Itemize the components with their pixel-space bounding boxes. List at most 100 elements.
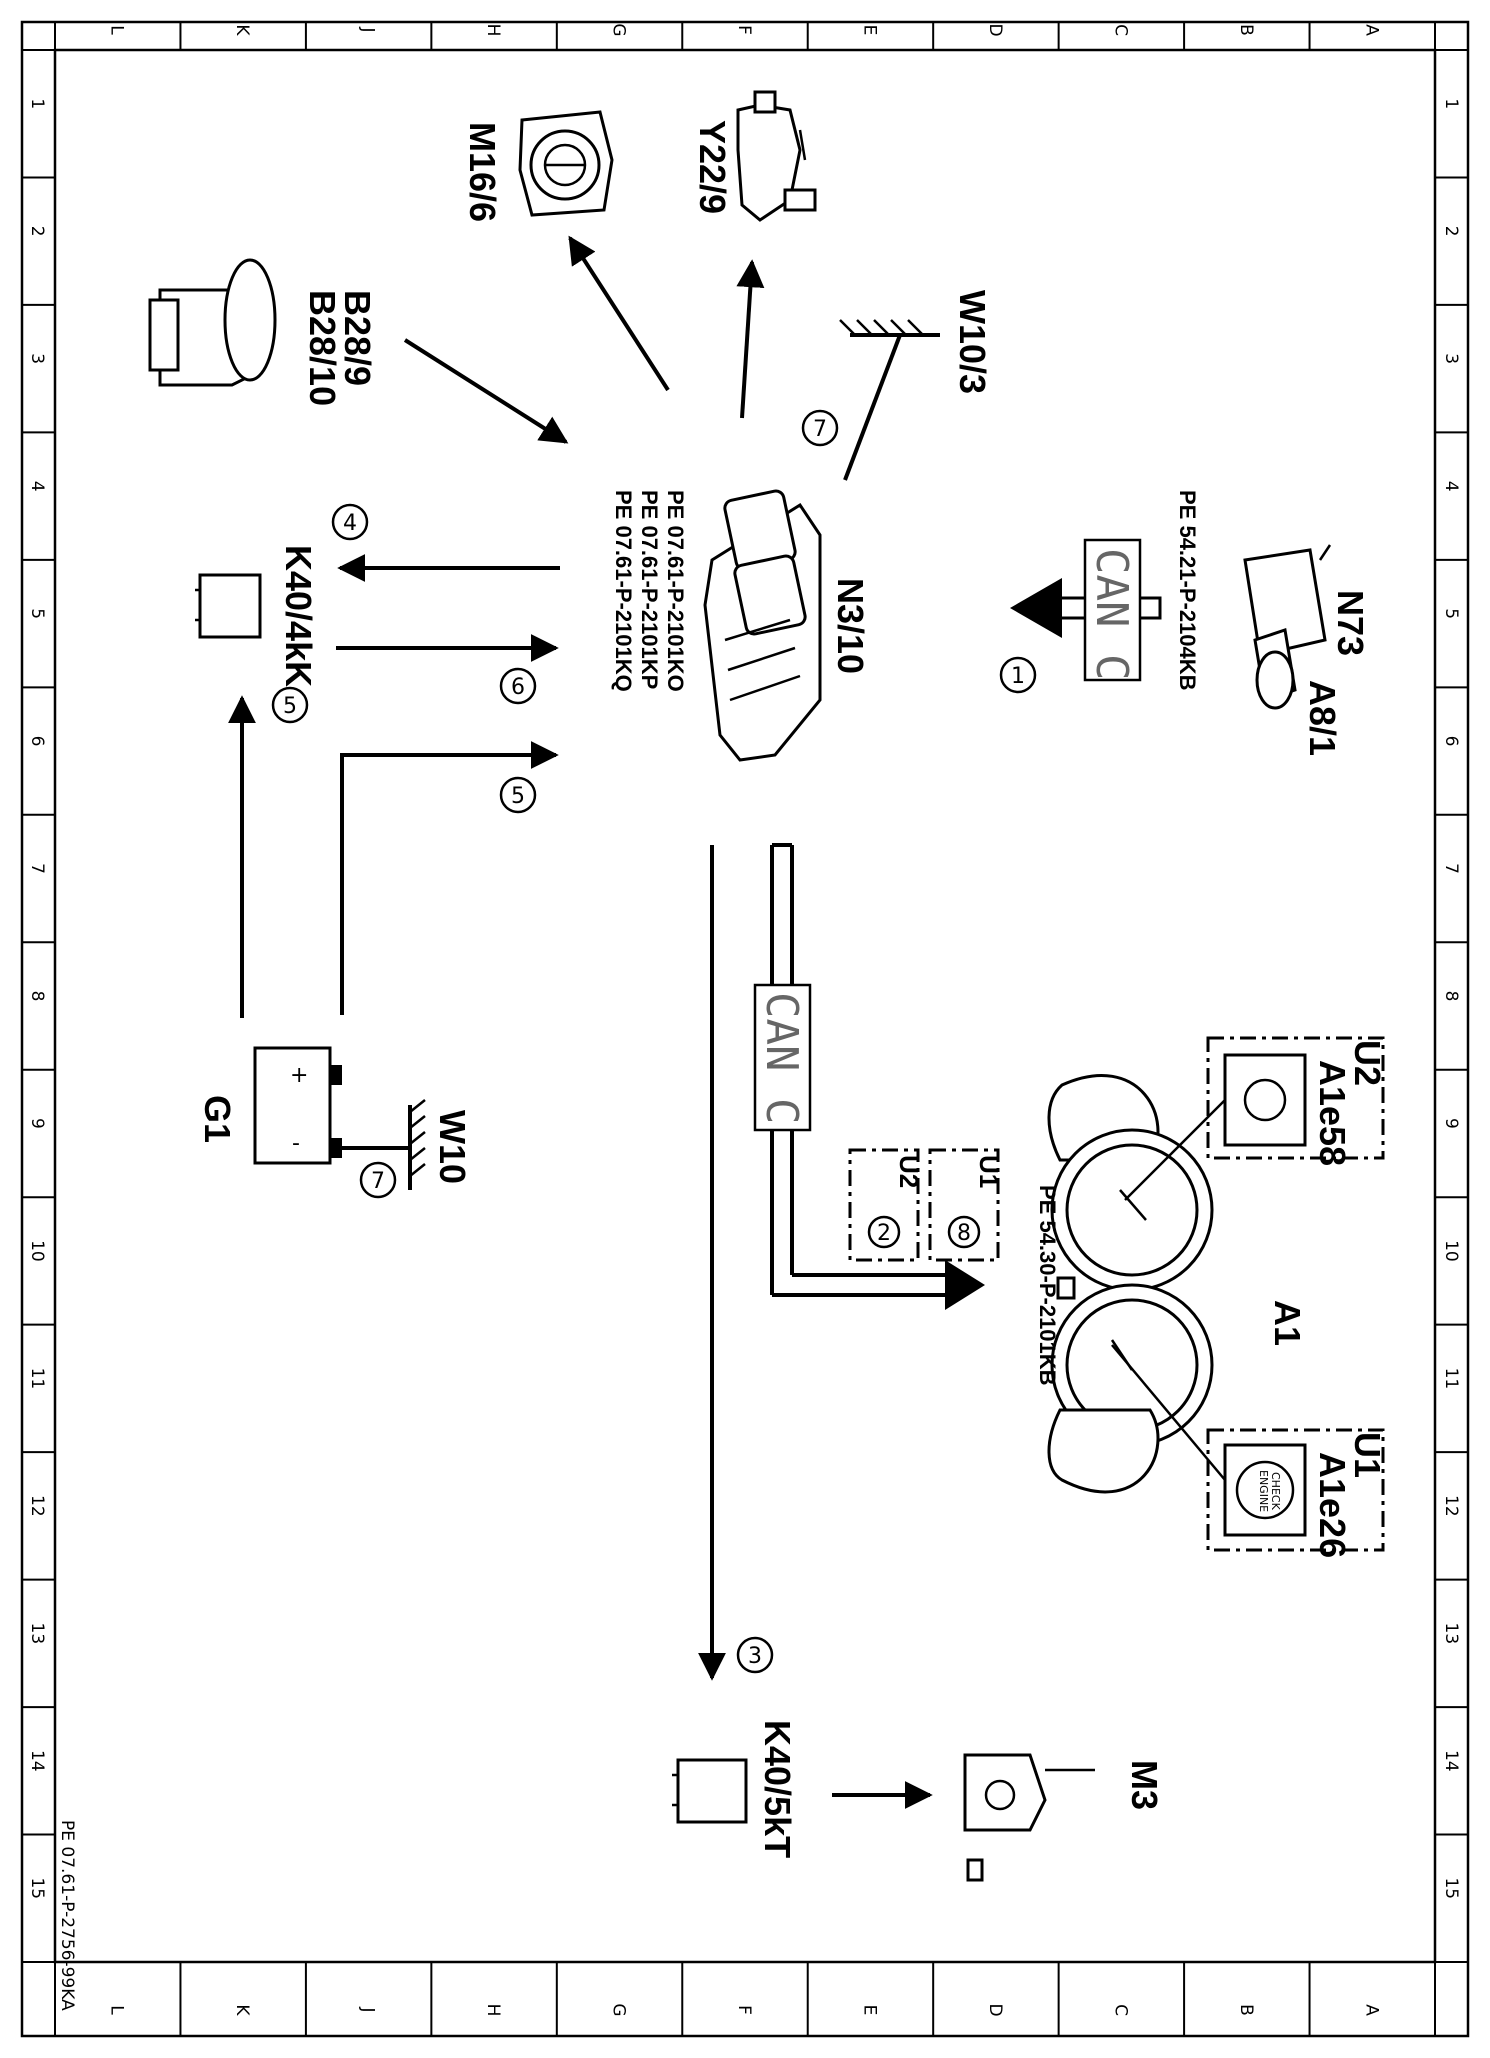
grid-letter-top: A	[1361, 24, 1381, 36]
a8-1-label: A8/1	[1302, 680, 1343, 756]
grid-letter-bottom: K	[232, 2004, 252, 2016]
u2-small-label: U2	[894, 1155, 924, 1188]
callout-7-a-text: 7	[813, 417, 827, 442]
battery-plus: +	[290, 1063, 308, 1088]
a1-label: A1	[1267, 1300, 1308, 1346]
a1e58-label: A1e58	[1312, 1060, 1353, 1166]
grid-number-left: 1	[27, 98, 47, 109]
grid-ticks	[22, 22, 1468, 2036]
b28-sensor	[148, 258, 277, 387]
w10-ground	[342, 1099, 426, 1190]
grid-letter-top: F	[734, 25, 754, 35]
w10-3-ground	[839, 319, 940, 481]
grid-letter-bottom: F	[734, 2005, 754, 2015]
a1-ref: PE 54.30-P-2101KB	[1035, 1185, 1060, 1386]
grid-number-right: 1	[1441, 98, 1461, 109]
arrow-to-y22-9	[736, 259, 765, 419]
can-bus-a1	[753, 843, 985, 1310]
u1-8-box	[928, 1148, 1000, 1262]
callout-3	[736, 1636, 774, 1674]
m16-6-throttle	[518, 110, 614, 217]
callout-5-a-text: 5	[283, 694, 297, 719]
callout-4-text: 4	[343, 511, 357, 536]
callout-5-b-text: 5	[511, 784, 525, 809]
a1e26-label: A1e26	[1312, 1452, 1353, 1558]
grid-number-right: 11	[1441, 1368, 1461, 1390]
b28-10-label: B28/10	[302, 290, 343, 406]
grid-number-right: 6	[1441, 736, 1461, 747]
grid-letter-top: E	[859, 25, 879, 36]
y22-9-valve	[736, 90, 817, 222]
grid-number-right: 3	[1441, 353, 1461, 364]
inner-frame	[53, 48, 1437, 1964]
arrow-to-m16-6	[568, 235, 670, 392]
w10-label: W10	[432, 1110, 473, 1184]
grid-number-right: 8	[1441, 991, 1461, 1002]
a1e58-box	[1124, 1036, 1385, 1201]
grid-number-left: 2	[27, 226, 47, 237]
n3-10-ecu	[703, 489, 822, 762]
grid-letter-top: B	[1236, 24, 1256, 36]
can-bus-n73	[1010, 538, 1162, 682]
k40-5kt-label: K40/5kT	[757, 1720, 798, 1858]
grid-number-left: 3	[27, 353, 47, 364]
u1-small-label: U1	[974, 1155, 1004, 1188]
can-label-bottom: CAN C	[756, 992, 807, 1124]
g1-label: G1	[197, 1095, 238, 1143]
y22-9-label: Y22/9	[692, 120, 733, 214]
check-label: CHECK	[1269, 1472, 1282, 1511]
a1e26-box	[1111, 1344, 1385, 1552]
callout-6	[499, 667, 537, 705]
grid-number-left: 5	[27, 608, 47, 619]
u2-2-box	[848, 1148, 920, 1262]
grid-letter-top: C	[1110, 24, 1130, 36]
grid-number-left: 9	[27, 1118, 47, 1129]
callout-5-a	[271, 686, 309, 724]
grid-letter-bottom: D	[985, 2003, 1005, 2016]
can-label-top: CAN C	[1086, 548, 1137, 680]
a1-instrument-cluster	[1047, 1074, 1214, 1494]
drawing-number: PE 07.61-P-2756-99KA	[57, 1820, 77, 2011]
b28-9-label: B28/9	[337, 290, 378, 386]
k40-4kk-relay	[195, 573, 262, 639]
grid-letter-bottom: J	[358, 2006, 378, 2012]
callout-5-b	[499, 776, 537, 814]
n73-ignition-switch	[1243, 544, 1332, 710]
callout-6-text: 6	[511, 675, 525, 700]
grid-number-left: 4	[27, 481, 47, 492]
grid-number-left: 14	[27, 1750, 47, 1772]
n73-ref: PE 54.21-P-2104KB	[1175, 490, 1200, 691]
grid-letter-top: J	[358, 26, 378, 32]
grid-number-right: 9	[1441, 1118, 1461, 1129]
grid-letter-bottom: L	[107, 2005, 127, 2015]
m3-label: M3	[1124, 1760, 1165, 1810]
grid-letter-top: L	[107, 25, 127, 35]
grid-number-right: 4	[1441, 481, 1461, 492]
arrow-from-b28	[403, 338, 569, 444]
u1-label-a1e26: U1	[1347, 1432, 1388, 1478]
u2-label-a1e58: U2	[1347, 1040, 1388, 1086]
callout-8: 8	[957, 1221, 971, 1246]
w10-3-label: W10/3	[952, 290, 993, 394]
n73-label: N73	[1330, 590, 1371, 656]
grid-number-left: 11	[27, 1368, 47, 1390]
grid-number-left: 7	[27, 863, 47, 874]
k40-5kt-relay	[672, 1758, 748, 1824]
callout-1	[999, 656, 1037, 694]
m16-6-label: M16/6	[462, 122, 503, 222]
grid-letter-bottom: G	[609, 2003, 629, 2016]
callout-1-text: 1	[1011, 664, 1025, 689]
grid-letter-bottom: H	[483, 2004, 503, 2017]
grid-number-left: 15	[27, 1877, 47, 1899]
grid-number-right: 12	[1441, 1495, 1461, 1517]
grid-number-right: 13	[1441, 1623, 1461, 1645]
grid-number-right: 10	[1441, 1240, 1461, 1262]
callout-4	[331, 503, 369, 541]
grid-number-left: 8	[27, 991, 47, 1002]
grid-number-right: 7	[1441, 863, 1461, 874]
grid-number-right: 5	[1441, 608, 1461, 619]
outer-frame	[20, 20, 1470, 2038]
m3-fuel-pump	[963, 1753, 1095, 1882]
grid-letter-top: D	[985, 23, 1005, 36]
